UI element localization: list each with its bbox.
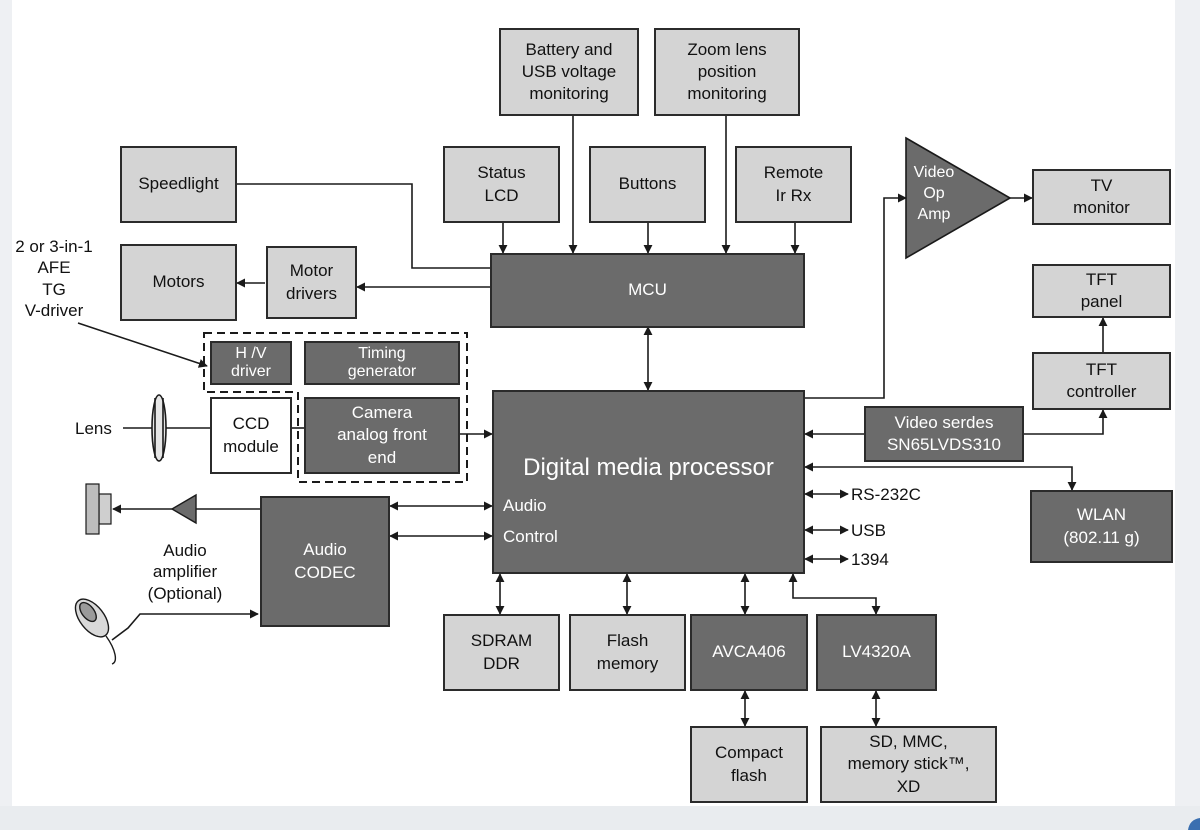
arrow-mic-codec	[111, 609, 259, 641]
avca406-block: AVCA406	[690, 614, 808, 691]
bottom-margin	[0, 806, 1200, 830]
arrow-serdes-tft	[1024, 409, 1108, 435]
arrow-dmp-wlan	[804, 462, 1077, 491]
buttons-block: Buttons	[589, 146, 706, 223]
audio-codec-block: Audio CODEC	[260, 496, 390, 627]
rs232-label: RS-232C	[851, 485, 921, 504]
dmp-control-label: Control	[503, 527, 558, 546]
remote-ir-block: Remote Ir Rx	[735, 146, 852, 223]
dmp-title: Digital media processor	[523, 454, 774, 481]
dmp-audio-label: Audio	[503, 496, 547, 515]
lens-icon	[151, 394, 167, 462]
hv-driver-block: H /V driver	[210, 341, 292, 385]
arrow-dmp-video-amp	[805, 193, 907, 399]
microphone-icon	[74, 598, 117, 665]
lv4320a-block: LV4320A	[816, 614, 937, 691]
timing-generator-block: Timing generator	[304, 341, 460, 385]
ieee1394-label: 1394	[851, 550, 889, 569]
speedlight-block: Speedlight	[120, 146, 237, 223]
tft-panel-block: TFT panel	[1032, 264, 1171, 318]
flash-memory-block: Flash memory	[569, 614, 686, 691]
afe-note-label: 2 or 3-in-1 AFE TG V-driver	[15, 237, 93, 320]
afe-group-outline	[203, 332, 468, 483]
camera-afe-block: Camera analog front end	[304, 397, 460, 474]
digital-media-processor-block	[492, 390, 805, 574]
right-margin	[1175, 0, 1200, 806]
corner-mark-icon	[1188, 818, 1200, 830]
ccd-module-block: CCD module	[210, 397, 292, 474]
arrow-mcu-speedlight	[225, 179, 490, 269]
battery-usb-monitoring-block: Battery and USB voltage monitoring	[499, 28, 639, 116]
motor-drivers-block: Motor drivers	[266, 246, 357, 319]
arrow-dmp-lv4320	[788, 573, 881, 615]
tv-monitor-block: TV monitor	[1032, 169, 1171, 225]
video-amp-label: Video Op Amp	[913, 164, 955, 223]
left-margin	[0, 0, 12, 806]
tft-controller-block: TFT controller	[1032, 352, 1171, 410]
video-serdes-block: Video serdes SN65LVDS310	[864, 406, 1024, 462]
lens-label: Lens	[75, 419, 112, 438]
pointer-afe-note	[77, 322, 208, 368]
compact-flash-block: Compact flash	[690, 726, 808, 803]
zoom-lens-monitoring-block: Zoom lens position monitoring	[654, 28, 800, 116]
amplifier-icon	[170, 493, 197, 525]
motors-block: Motors	[120, 244, 237, 321]
sdram-ddr-block: SDRAM DDR	[443, 614, 560, 691]
speaker-icon	[85, 483, 112, 535]
mcu-block: MCU	[490, 253, 805, 328]
sd-mmc-block: SD, MMC, memory stick™, XD	[820, 726, 997, 803]
usb-label: USB	[851, 521, 886, 540]
status-lcd-block: Status LCD	[443, 146, 560, 223]
audio-amplifier-label: Audio amplifier (Optional)	[147, 541, 223, 603]
wlan-block: WLAN (802.11 g)	[1030, 490, 1173, 563]
video-amp-triangle	[905, 136, 1012, 260]
